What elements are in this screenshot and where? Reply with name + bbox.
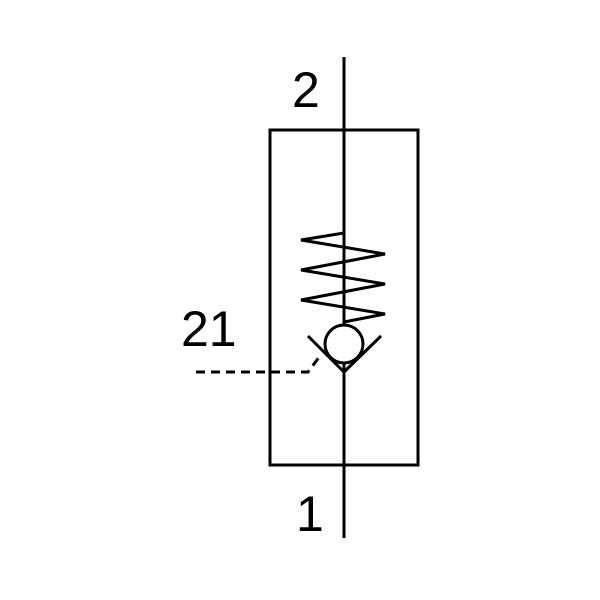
check-ball bbox=[323, 323, 365, 365]
port-label-pilot: 21 bbox=[181, 301, 237, 357]
port-label-inlet: 1 bbox=[296, 486, 324, 542]
port-label-outlet: 2 bbox=[292, 62, 320, 118]
valve-seat bbox=[306, 334, 383, 375]
pilot-line bbox=[196, 355, 322, 374]
compression-spring bbox=[300, 231, 386, 324]
